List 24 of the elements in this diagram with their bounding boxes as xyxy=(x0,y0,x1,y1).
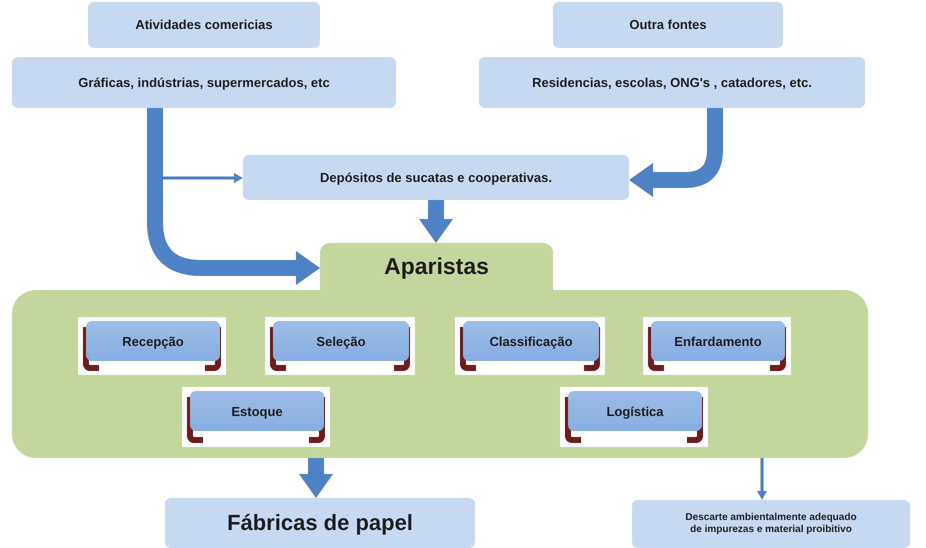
step-card xyxy=(643,317,791,375)
step-label: Seleção xyxy=(273,321,409,361)
source-box: Depósitos de sucatas e cooperativas. xyxy=(243,155,629,200)
step-card xyxy=(78,317,226,375)
source-box: Outra fontes xyxy=(553,2,783,48)
source-box: Descarte ambientalmente adequado de impurezas e material proibitivo xyxy=(632,500,910,548)
step-card xyxy=(455,317,605,375)
arrow xyxy=(299,458,333,498)
step-label: Classificação xyxy=(463,321,599,361)
arrow xyxy=(757,458,767,500)
step-label: Logística xyxy=(568,391,702,431)
step-label: Estoque xyxy=(190,391,324,431)
step-card xyxy=(560,387,708,447)
step-card xyxy=(182,387,330,447)
source-box: Atividades comericias xyxy=(88,2,320,48)
source-box: Fábricas de papel xyxy=(165,498,475,548)
source-box: Gráficas, indústrias, supermercados, etc xyxy=(12,57,396,108)
step-card xyxy=(265,317,415,375)
arrow xyxy=(629,108,723,197)
source-box: Residencias, escolas, ONG's , catadores, etc. xyxy=(479,57,865,108)
arrow xyxy=(419,200,453,243)
step-label: Recepção xyxy=(86,321,220,361)
arrow xyxy=(147,108,320,285)
step-label: Enfardamento xyxy=(651,321,785,361)
